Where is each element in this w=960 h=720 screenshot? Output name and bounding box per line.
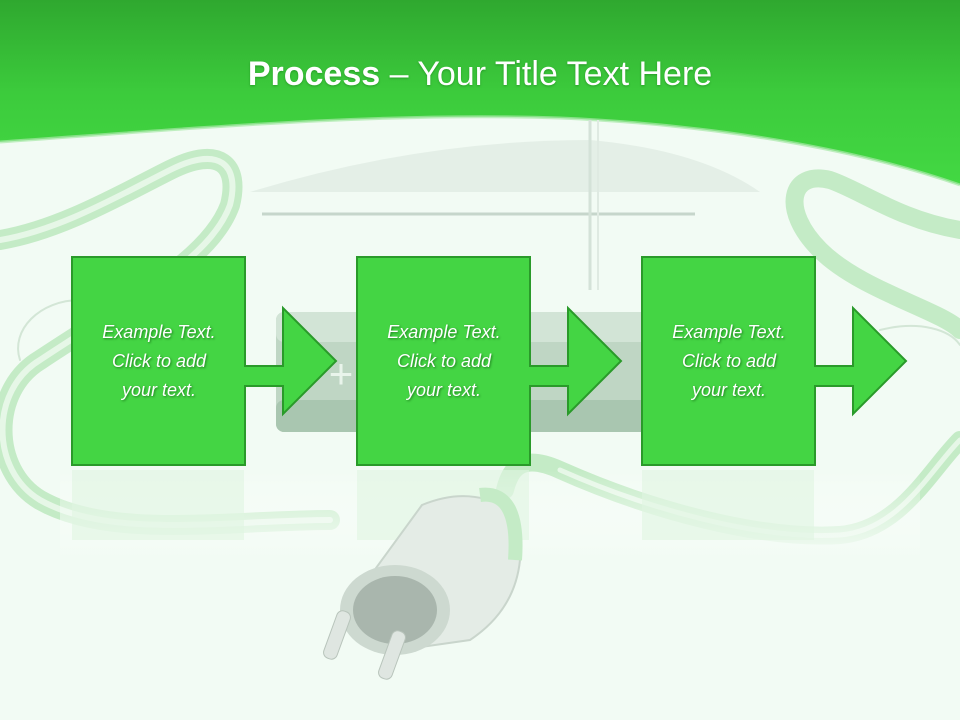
battery-top-ghost (250, 140, 760, 192)
title-rest-text: – Your Title Text Here (380, 55, 713, 93)
plug-icon (323, 487, 523, 680)
arrow-shape-3 (641, 256, 908, 466)
step-2-text: Example Text. Click to add your text. (387, 321, 501, 400)
arrow-shape-2 (356, 256, 623, 466)
header-band (0, 0, 960, 185)
slide-title[interactable]: Process – Your Title Text Here (0, 52, 960, 96)
arrow-shape-1 (71, 256, 338, 466)
step-3-text: Example Text. Click to add your text. (672, 321, 786, 400)
title-bold-text: Process (247, 55, 381, 93)
step-1-text: Example Text. Click to add your text. (102, 321, 216, 400)
